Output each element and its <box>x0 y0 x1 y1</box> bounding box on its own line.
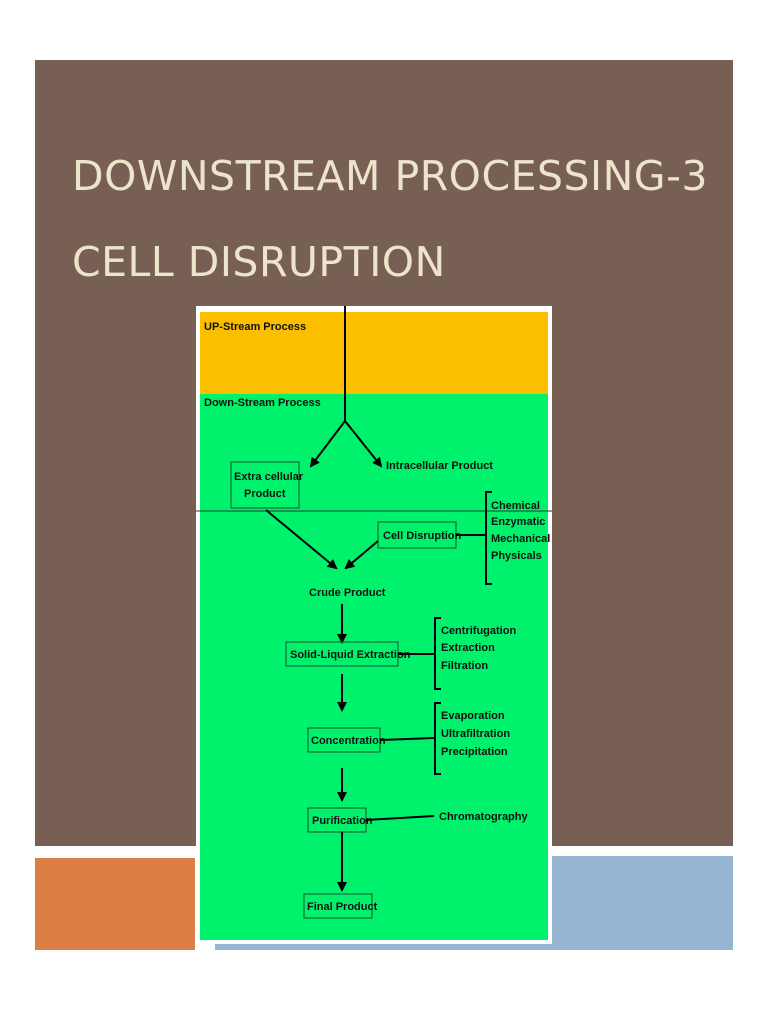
cell-disruption-label: Cell Disruption <box>383 530 462 542</box>
method-ultrafiltration: Ultrafiltration <box>441 728 510 740</box>
slide-title-line2: CELL DISRUPTION <box>72 238 446 286</box>
concentration-label: Concentration <box>311 735 386 747</box>
slide-title-line1: DOWNSTREAM PROCESSING-3 <box>72 152 708 200</box>
split-arrow-extracellular <box>309 420 346 468</box>
method-centrifugation: Centrifugation <box>441 625 516 637</box>
extracellular-label-1: Extra cellular <box>234 471 304 483</box>
method-chemical: Chemical <box>491 500 540 512</box>
downstream-region <box>200 394 548 940</box>
split-arrow-intracellular <box>344 420 383 468</box>
accent-band-orange <box>35 858 195 950</box>
method-precipitation: Precipitation <box>441 746 508 758</box>
upstream-label: UP-Stream Process <box>204 321 306 333</box>
downstream-label: Down-Stream Process <box>204 397 321 409</box>
method-enzymatic: Enzymatic <box>491 516 545 528</box>
extracellular-label-2: Product <box>244 488 286 500</box>
purification-connector <box>365 815 435 821</box>
arrow-disruption-to-crude <box>344 540 379 570</box>
disruption-brace <box>485 491 492 585</box>
final-product-box <box>303 893 373 919</box>
flow-svg: UP-Stream Process Down-Stream Process Ex… <box>196 306 552 919</box>
method-evaporation: Evaporation <box>441 710 505 722</box>
chromatography-label: Chromatography <box>439 811 529 823</box>
solid-liquid-label: Solid-Liquid Extraction <box>290 649 411 661</box>
method-filtration: Filtration <box>441 660 488 672</box>
crude-product-label: Crude Product <box>309 587 386 599</box>
concentration-brace <box>434 702 441 775</box>
concentration-connector <box>379 737 435 741</box>
arrow-extracellular-to-crude <box>265 509 338 570</box>
intracellular-label: Intracellular Product <box>386 460 493 472</box>
method-physicals: Physicals <box>491 550 542 562</box>
method-extraction: Extraction <box>441 642 495 654</box>
process-flow-diagram: UP-Stream Process Down-Stream Process Ex… <box>196 306 552 944</box>
purification-label: Purification <box>312 815 373 827</box>
upstream-region <box>200 312 548 394</box>
separation-brace <box>434 617 441 690</box>
method-mechanical: Mechanical <box>491 533 550 545</box>
final-product-label: Final Product <box>307 901 378 913</box>
extracellular-box <box>230 461 300 509</box>
